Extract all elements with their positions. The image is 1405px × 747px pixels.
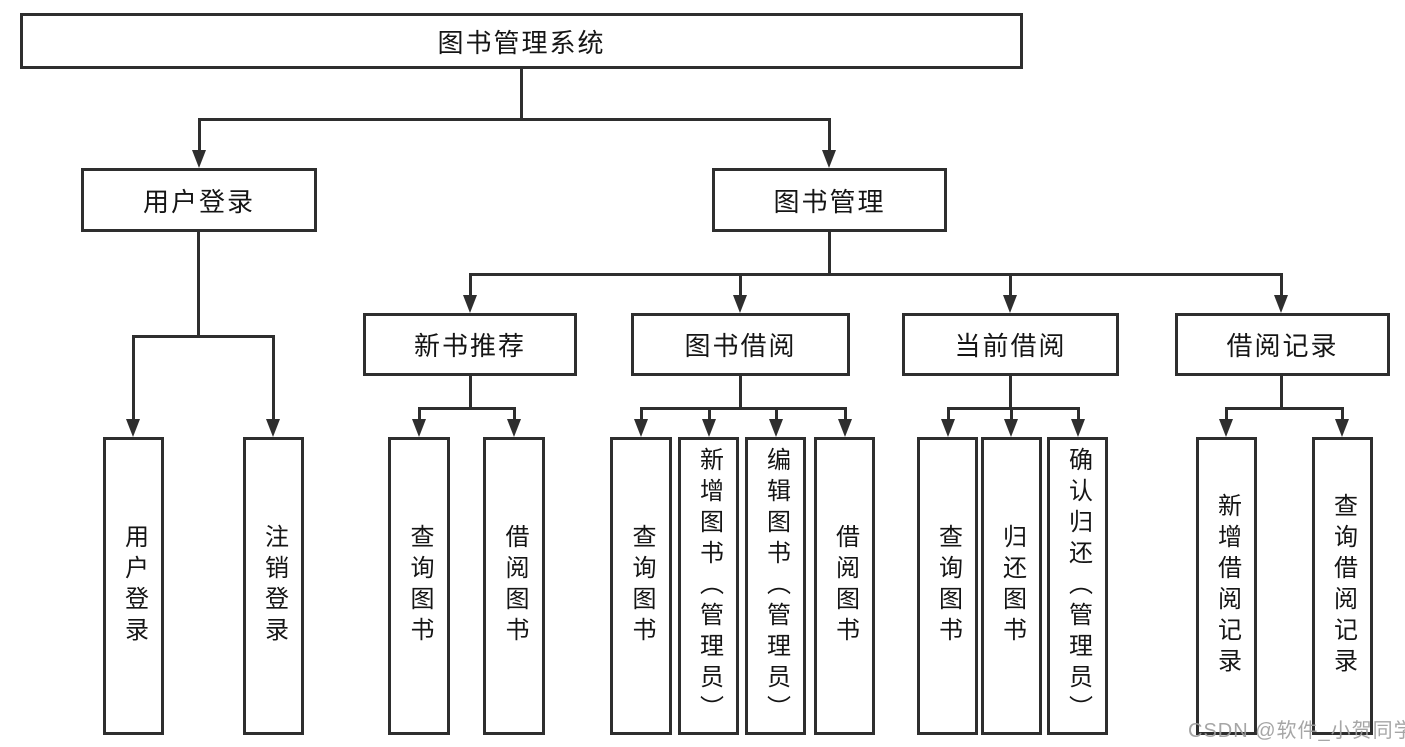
node-new-book: 新书推荐 <box>363 313 577 376</box>
connector-current-borrow-rail <box>947 407 1080 410</box>
connector-drop-user-login <box>198 118 201 151</box>
arrowhead-user-login <box>192 150 206 168</box>
node-book-borrow: 图书借阅 <box>631 313 850 376</box>
connector-drop-br-add <box>1225 407 1228 421</box>
leaf-logout: 注销登录 <box>243 437 304 735</box>
arrowhead-new-book <box>463 295 477 313</box>
connector-current-borrow-stub <box>1009 376 1012 407</box>
leaf-nb-borrow-book: 借阅图书 <box>483 437 545 735</box>
connector-drop-book-borrow <box>739 273 742 297</box>
arrowhead-nb-query <box>412 419 426 437</box>
arrowhead-bb-borrow <box>838 419 852 437</box>
leaf-nb-query-book: 查询图书 <box>388 437 450 735</box>
arrowhead-br-add <box>1219 419 1233 437</box>
connector-new-book-rail <box>418 407 515 410</box>
arrowhead-book-borrow <box>733 295 747 313</box>
connector-borrow-record-stub <box>1280 376 1283 407</box>
leaf-bb-query-book: 查询图书 <box>610 437 672 735</box>
connector-drop-nb-borrow <box>513 407 516 421</box>
connector-drop-new-book <box>469 273 472 297</box>
connector-drop-bb-query <box>640 407 643 421</box>
leaf-br-query-record: 查询借阅记录 <box>1312 437 1373 735</box>
connector-book-mgmt-stub <box>828 232 831 273</box>
connector-drop-cb-query <box>947 407 950 421</box>
leaf-br-add-record: 新增借阅记录 <box>1196 437 1257 735</box>
connector-drop-br-query <box>1341 407 1344 421</box>
connector-drop-logout-leaf <box>272 335 275 420</box>
connector-new-book-stub <box>469 376 472 407</box>
connector-drop-cb-return <box>1010 407 1013 421</box>
leaf-cb-confirm-return-admin: 确认归还（管理员） <box>1047 437 1108 735</box>
leaf-bb-borrow-book: 借阅图书 <box>814 437 875 735</box>
leaf-bb-add-book-admin: 新增图书（管理员） <box>678 437 739 735</box>
arrowhead-bb-query <box>634 419 648 437</box>
node-user-login: 用户登录 <box>81 168 317 232</box>
csdn-watermark: CSDN @软件_小贺同学 <box>1188 720 1405 742</box>
arrowhead-current-borrow <box>1003 295 1017 313</box>
node-library-system: 图书管理系统 <box>20 13 1023 69</box>
connector-level3-rail <box>469 273 1283 276</box>
connector-drop-borrow-record <box>1280 273 1283 297</box>
connector-drop-nb-query <box>418 407 421 421</box>
connector-drop-login-leaf <box>132 335 135 420</box>
connector-drop-current-borrow <box>1009 273 1012 297</box>
arrowhead-cb-return <box>1004 419 1018 437</box>
arrowhead-bb-edit <box>769 419 783 437</box>
connector-drop-bb-borrow <box>844 407 847 421</box>
leaf-bb-edit-book-admin: 编辑图书（管理员） <box>745 437 806 735</box>
connector-drop-bb-edit <box>775 407 778 421</box>
connector-user-login-rail <box>132 335 275 338</box>
arrowhead-logout-leaf <box>266 419 280 437</box>
arrowhead-br-query <box>1335 419 1349 437</box>
arrowhead-bb-add <box>702 419 716 437</box>
node-borrow-record: 借阅记录 <box>1175 313 1390 376</box>
connector-root-stub <box>520 69 523 118</box>
connector-drop-cb-confirm <box>1077 407 1080 421</box>
leaf-user-login: 用户登录 <box>103 437 164 735</box>
connector-book-borrow-stub <box>739 376 742 407</box>
leaf-cb-query-book: 查询图书 <box>917 437 978 735</box>
arrowhead-cb-query <box>941 419 955 437</box>
arrowhead-cb-confirm <box>1071 419 1085 437</box>
connector-drop-bb-add <box>708 407 711 421</box>
connector-book-borrow-rail <box>640 407 846 410</box>
connector-user-login-stub <box>197 232 200 335</box>
leaf-cb-return-book: 归还图书 <box>981 437 1042 735</box>
node-book-mgmt: 图书管理 <box>712 168 947 232</box>
connector-drop-book-mgmt <box>828 118 831 151</box>
arrowhead-nb-borrow <box>507 419 521 437</box>
node-current-borrow: 当前借阅 <box>902 313 1119 376</box>
arrowhead-login-leaf <box>126 419 140 437</box>
arrowhead-book-mgmt <box>822 150 836 168</box>
connector-borrow-record-rail <box>1225 407 1344 410</box>
connector-level2-rail <box>198 118 831 121</box>
arrowhead-borrow-record <box>1274 295 1288 313</box>
